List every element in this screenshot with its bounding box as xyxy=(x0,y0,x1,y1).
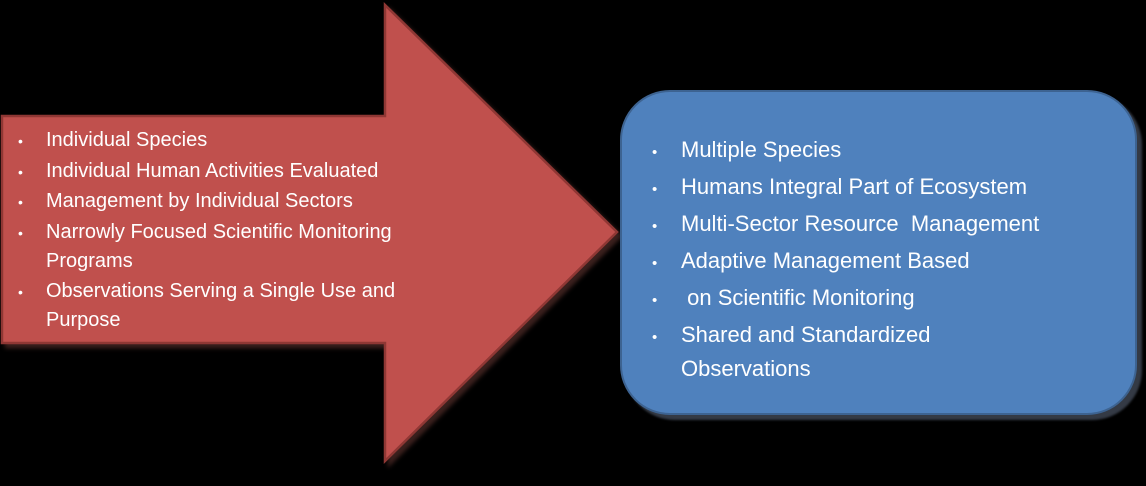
list-item-text: Individual Human Activities Evaluated xyxy=(46,159,379,182)
bullet-dot: • xyxy=(18,133,23,149)
list-item-text: on Scientific Monitoring xyxy=(681,285,915,310)
list-item-text: Adaptive Management Based xyxy=(681,248,970,273)
bullet-dot: • xyxy=(18,194,23,210)
list-item-text: Humans Integral Part of Ecosystem xyxy=(681,174,1028,199)
list-item: • Individual Human Activities Evaluated xyxy=(12,157,464,188)
ecosystem-panel xyxy=(620,90,1137,415)
bullet-dot: • xyxy=(652,329,658,346)
list-item: • Narrowly Focused Scientific Monitoring… xyxy=(12,218,464,277)
new-approach-list: • Multiple Species • Humans Integral Par… xyxy=(645,133,1127,386)
list-item-text: Management by Individual Sectors xyxy=(46,190,353,212)
list-item: • on Scientific Monitoring xyxy=(645,281,1127,318)
list-item: • Multiple Species xyxy=(645,133,1127,170)
list-item: • Management by Individual Sectors xyxy=(12,187,464,218)
right-arrow-shape xyxy=(0,2,619,464)
list-item-text: Observations Serving a Single Use and Pu… xyxy=(46,279,396,332)
bullet-dot: • xyxy=(652,292,658,309)
old-approach-list: • Individual Species • Individual Human … xyxy=(12,126,464,336)
bullet-dot: • xyxy=(18,224,23,241)
list-item-text: Narrowly Focused Scientific Monitoring P… xyxy=(46,220,392,273)
bullet-dot: • xyxy=(18,163,23,180)
bullet-dot: • xyxy=(652,255,658,272)
list-item: • Observations Serving a Single Use and … xyxy=(12,277,464,336)
bullet-dot: • xyxy=(18,283,23,300)
list-item-text: Multi-Sector Resource Management xyxy=(681,211,1040,236)
list-item: • Adaptive Management Based xyxy=(645,244,1127,281)
list-item: • Shared and Standardized Observations xyxy=(645,318,1127,386)
list-item-text: Individual Species xyxy=(46,129,208,151)
bullet-dot: • xyxy=(652,144,658,161)
list-item-text: Shared and Standardized Observations xyxy=(681,322,931,381)
list-item-text: Multiple Species xyxy=(681,137,842,162)
list-item: • Multi-Sector Resource Management xyxy=(645,207,1127,244)
list-item: • Humans Integral Part of Ecosystem xyxy=(645,170,1127,207)
list-item: • Individual Species xyxy=(12,126,464,157)
bullet-dot: • xyxy=(652,181,658,198)
bullet-dot: • xyxy=(652,218,658,235)
